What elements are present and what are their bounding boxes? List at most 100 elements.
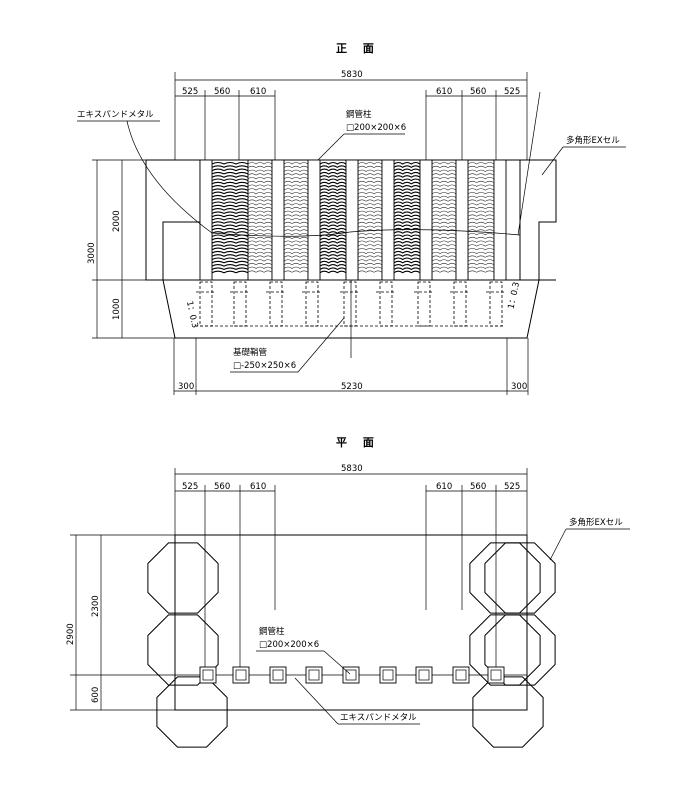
mesh-wave xyxy=(357,251,383,254)
mesh-wave xyxy=(211,204,249,208)
mesh-wave xyxy=(283,225,309,228)
plan-dim-left-2: 560 xyxy=(214,482,230,492)
plan-dim-h-lower: 600 xyxy=(91,687,101,703)
mesh-wave xyxy=(467,180,495,184)
front-label-base-spec: □-250×250×6 xyxy=(233,361,296,371)
front-title: 正 面 xyxy=(336,42,380,55)
mesh-wave xyxy=(283,195,309,198)
front-column-3 xyxy=(307,159,321,281)
mesh-wave xyxy=(357,255,383,258)
plan-column-4 xyxy=(305,666,323,684)
mesh-wave xyxy=(211,221,249,224)
mesh-wave xyxy=(393,227,421,231)
mesh-wave xyxy=(247,251,273,254)
mesh-wave xyxy=(211,260,249,264)
mesh-wave xyxy=(357,233,383,236)
plan-column-inner xyxy=(235,669,247,681)
plan-dim-right-1: 610 xyxy=(436,482,452,492)
front-column-2 xyxy=(271,159,285,281)
mesh-wave xyxy=(283,248,309,251)
front-column-6 xyxy=(419,159,433,281)
mesh-wave xyxy=(247,195,273,198)
mesh-wave xyxy=(467,236,495,240)
mesh-wave xyxy=(357,218,383,221)
mesh-wave xyxy=(283,203,309,206)
mesh-wave xyxy=(319,168,347,172)
mesh-wave xyxy=(393,165,421,168)
mesh-wave xyxy=(393,247,421,251)
plan-octagon-8 xyxy=(469,614,541,686)
mesh-wave xyxy=(357,169,383,172)
mesh-wave xyxy=(467,210,495,213)
mesh-wave xyxy=(393,250,421,254)
mesh-wave xyxy=(211,270,249,274)
mesh-wave xyxy=(247,199,273,202)
mesh-wave xyxy=(431,184,457,187)
mesh-wave xyxy=(283,229,309,232)
mesh-wave xyxy=(283,233,309,236)
mesh-wave xyxy=(283,255,309,258)
plan-label-cell: 多角形EXセル xyxy=(569,517,623,528)
mesh-wave xyxy=(393,237,421,241)
mesh-wave xyxy=(393,224,421,228)
mesh-wave xyxy=(393,234,421,238)
plan-view: 平 面 5830 525 560 610 610 560 525 2900 xyxy=(66,436,630,748)
front-slope-left: 1：0.3 xyxy=(184,300,199,329)
plan-column-inner xyxy=(418,669,430,681)
mesh-wave xyxy=(283,214,309,217)
mesh-wave xyxy=(211,165,249,168)
front-column-5 xyxy=(381,159,395,281)
front-dim-h-lower: 1000 xyxy=(112,298,122,320)
plan-column-inner xyxy=(272,669,284,681)
mesh-wave xyxy=(357,192,383,195)
front-leader-column xyxy=(317,133,345,161)
front-sleeve-5 xyxy=(343,281,357,327)
plan-label-column: 鋼管柱 xyxy=(259,626,285,637)
plan-column-inner xyxy=(490,669,502,681)
mesh-wave xyxy=(393,221,421,224)
mesh-wave xyxy=(357,165,383,169)
mesh-wave xyxy=(283,162,309,165)
mesh-wave xyxy=(467,221,495,225)
mesh-wave xyxy=(357,248,383,251)
mesh-wave xyxy=(319,208,347,211)
mesh-wave xyxy=(393,264,421,267)
mesh-wave xyxy=(393,178,421,182)
mesh-wave xyxy=(431,248,457,251)
plan-dim-h-total: 2900 xyxy=(66,623,76,645)
mesh-wave xyxy=(393,171,421,175)
mesh-wave xyxy=(393,208,421,211)
mesh-wave xyxy=(211,161,249,165)
mesh-wave xyxy=(283,169,309,172)
mesh-wave xyxy=(393,194,421,198)
mesh-wave xyxy=(357,203,383,206)
plan-dim-right-3: 525 xyxy=(504,482,520,492)
mesh-wave xyxy=(319,201,347,205)
mesh-wave xyxy=(319,161,347,165)
front-column-8 xyxy=(493,159,507,281)
front-sleeve-9 xyxy=(489,281,503,327)
mesh-wave xyxy=(247,207,273,210)
mesh-wave xyxy=(247,225,273,228)
mesh-wave xyxy=(357,244,383,247)
mesh-wave xyxy=(319,214,347,218)
mesh-wave xyxy=(211,214,249,218)
mesh-wave xyxy=(467,251,495,254)
plan-column-6 xyxy=(379,666,397,684)
mesh-wave xyxy=(319,254,347,257)
mesh-wave xyxy=(431,214,457,217)
mesh-wave xyxy=(247,184,273,187)
mesh-wave xyxy=(393,191,421,195)
plan-column-7 xyxy=(415,666,433,684)
mesh-wave xyxy=(319,204,347,208)
mesh-wave xyxy=(247,173,273,176)
front-label-mesh: エキスパンドメタル xyxy=(77,110,154,120)
mesh-panel-6 xyxy=(393,159,421,281)
mesh-wave xyxy=(431,240,457,243)
mesh-wave xyxy=(283,263,309,266)
plan-column-inner xyxy=(308,669,320,681)
mesh-wave xyxy=(211,188,249,192)
mesh-wave xyxy=(247,214,273,217)
front-column-1 xyxy=(199,159,213,281)
mesh-wave xyxy=(467,244,495,247)
